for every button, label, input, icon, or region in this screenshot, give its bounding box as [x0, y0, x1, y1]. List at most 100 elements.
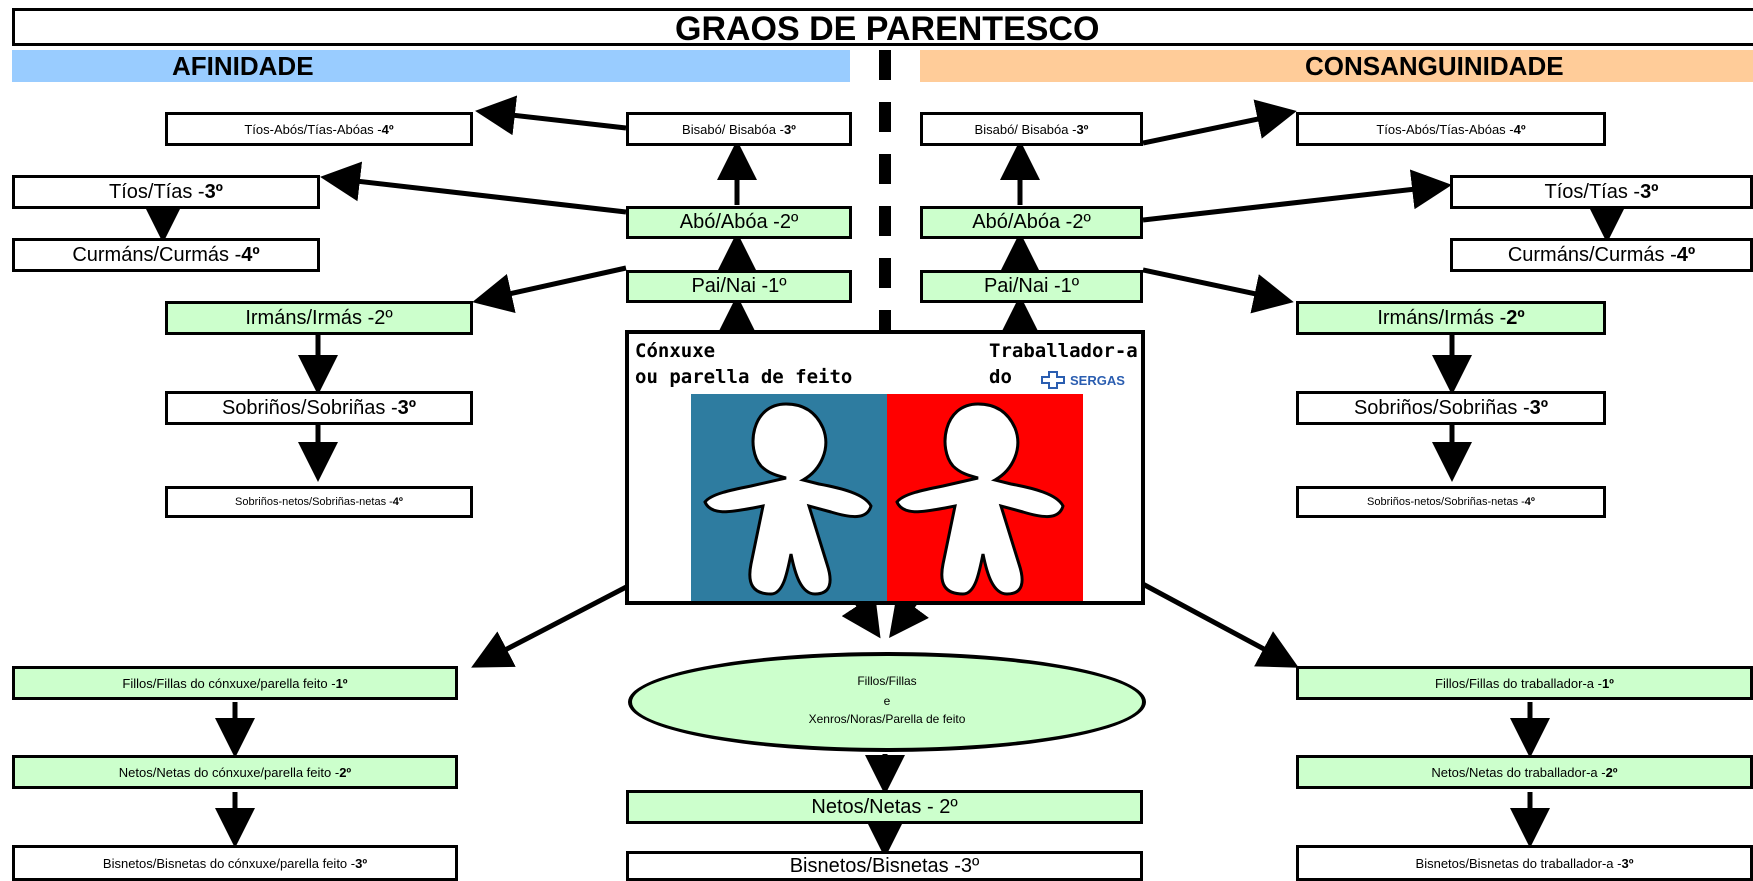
node-left-tios: Tíos/Tías - 3º: [12, 175, 320, 209]
conxuxe-line-2: ou parella de feito: [635, 366, 853, 388]
node-degree: 3º: [1529, 396, 1549, 419]
node-left-irmans: Irmáns/Irmás -2º: [165, 301, 473, 335]
node-text: Abó/Abóa -2º: [679, 211, 799, 233]
node-text: Pai/Nai -1º: [983, 275, 1080, 297]
center-panel: Cónxuxe ou parella de feito Traballador-…: [625, 330, 1145, 605]
node-degree: 4º: [241, 243, 260, 266]
node-degree: 1º: [1601, 675, 1614, 691]
node-right-bisnetos: Bisnetos/Bisnetas do traballador-a -3º: [1296, 845, 1753, 881]
node-text: Sobriños-netos/Sobriñas-netas -: [235, 496, 393, 508]
node-text: Curmáns/Curmás -: [72, 243, 242, 266]
node-left-netos: Netos/Netas do cónxuxe/parella feito -2º: [12, 755, 458, 789]
node-degree: 3º: [1076, 121, 1089, 137]
node-left-sobrinos: Sobriños/Sobriñas - 3º: [165, 391, 473, 425]
node-text: Bisnetos/Bisnetas do traballador-a -: [1415, 855, 1622, 871]
node-text: Netos/Netas do traballador-a -: [1431, 764, 1606, 780]
person-figure-right: [895, 402, 1065, 596]
node-center-left-abo: Abó/Abóa -2º: [626, 206, 852, 239]
node-text: Sobriños/Sobriñas -: [1353, 396, 1530, 419]
node-fillos-xenros-oval: Fillos/Fillas e Xenros/Noras/Parella de …: [628, 652, 1146, 752]
node-text: Abó/Abóa -2º: [972, 211, 1091, 233]
node-center-left-bisabo: Bisabó/ Bisabóa - 3º: [626, 112, 852, 146]
node-degree: 3º: [397, 396, 417, 419]
sergas-text: SERGAS: [1070, 372, 1125, 388]
node-text: Sobriños-netos/Sobriñas-netas -: [1367, 496, 1525, 508]
arrow-pai-to-irmans-right: [1142, 267, 1294, 314]
node-center-right-abo: Abó/Abóa -2º: [920, 206, 1143, 239]
node-right-irmans: Irmáns/Irmás - 2º: [1296, 301, 1606, 335]
header-consanguinidade-label: CONSANGUINIDADE: [1305, 51, 1564, 81]
node-text: Netos/Netas do cónxuxe/parella feito -: [118, 764, 340, 780]
node-text: Pai/Nai -1º: [691, 275, 787, 297]
node-right-netos: Netos/Netas do traballador-a -2º: [1296, 755, 1753, 789]
node-degree: 2º: [1506, 306, 1525, 329]
node-right-tios: Tíos/Tías - 3º: [1450, 175, 1753, 209]
node-center-right-pai: Pai/Nai -1º: [920, 270, 1143, 303]
node-left-bisnetos: Bisnetos/Bisnetas do cónxuxe/parella fei…: [12, 845, 458, 881]
node-text: Irmáns/Irmás -: [1377, 306, 1507, 329]
sergas-logo: SERGAS: [1040, 370, 1125, 390]
node-degree: 2º: [339, 764, 352, 780]
header-afinidade: AFINIDADE: [12, 50, 850, 82]
arrow-abo-to-tios-left: [320, 161, 627, 215]
node-degree: 4º: [381, 121, 394, 137]
oval-line-1: Fillos/Fillas: [857, 674, 917, 688]
node-center-left-pai: Pai/Nai -1º: [626, 270, 852, 303]
node-center-netos: Netos/Netas - 2º: [626, 790, 1143, 824]
node-left-fillos: Fillos/Fillas do cónxuxe/parella feito -…: [12, 666, 458, 700]
node-right-tios-abos: Tíos-Abós/Tías-Abóas - 4º: [1296, 112, 1606, 146]
node-degree: 3º: [204, 180, 223, 203]
node-left-tios-abos: Tíos-Abós/Tías-Abóas - 4º: [165, 112, 473, 146]
node-degree: 3º: [1640, 180, 1659, 203]
node-center-bisnetos: Bisnetos/Bisnetas -3º: [626, 851, 1143, 881]
sergas-cross-icon: [1041, 371, 1065, 389]
title-text: GRAOS DE PARENTESCO: [675, 10, 1100, 48]
traballador-label: Traballador-a do: [989, 338, 1138, 390]
figures-illustration: [691, 394, 1083, 601]
conxuxe-label: Cónxuxe ou parella de feito: [635, 338, 852, 390]
node-right-curmans: Curmáns/Curmás - 4º: [1450, 238, 1753, 272]
arrow-bisabo-to-tios-abos-right: [1142, 99, 1297, 146]
header-afinidade-label: AFINIDADE: [172, 51, 314, 81]
node-text: Tíos-Abós/Tías-Abóas -: [244, 121, 382, 137]
node-degree: 4º: [1513, 121, 1526, 137]
node-degree: 3º: [1621, 855, 1634, 871]
node-degree: 1º: [335, 675, 348, 691]
arrow-bisabo-to-tios-abos-left: [475, 95, 627, 136]
traballador-line-1: Traballador-a: [989, 340, 1138, 362]
node-text: Irmáns/Irmás -2º: [245, 306, 393, 329]
node-text: Tíos-Abós/Tías-Abóas -: [1376, 121, 1514, 137]
node-degree: 3º: [783, 121, 796, 137]
oval-line-3: Xenros/Noras/Parella de feito: [808, 712, 966, 726]
traballador-line-2: do: [989, 366, 1012, 388]
node-right-fillos: Fillos/Fillas do traballador-a -1º: [1296, 666, 1753, 700]
node-right-sobrinos: Sobriños/Sobriñas - 3º: [1296, 391, 1606, 425]
node-left-curmans: Curmáns/Curmás - 4º: [12, 238, 320, 272]
node-degree: 2º: [1605, 764, 1618, 780]
node-text: Sobriños/Sobriñas -: [221, 396, 398, 419]
node-text: Netos/Netas - 2º: [811, 795, 958, 818]
header-consanguinidade: CONSANGUINIDADE: [920, 50, 1753, 82]
node-text: Curmáns/Curmás -: [1507, 243, 1677, 266]
arrow-pai-to-irmans-left: [472, 265, 627, 314]
node-left-sobrinos-netos: Sobriños-netos/Sobriñas-netas - 4º: [165, 486, 473, 518]
node-degree: 4º: [1676, 243, 1696, 266]
diagram-title: GRAOS DE PARENTESCO: [12, 8, 1753, 46]
node-text: Bisnetos/Bisnetas do cónxuxe/parella fei…: [102, 855, 356, 871]
conxuxe-line-1: Cónxuxe: [635, 340, 716, 362]
person-figure-left: [703, 402, 873, 596]
node-text: Bisabó/ Bisabóa -: [682, 121, 784, 137]
node-text: Fillos/Fillas do traballador-a -: [1435, 675, 1602, 691]
node-text: Tíos/Tías -: [108, 180, 205, 203]
node-degree: 4º: [1524, 496, 1535, 508]
node-text: Bisabó/ Bisabóa -: [974, 121, 1077, 137]
arrow-abo-to-tios-right: [1142, 169, 1452, 223]
node-center-right-bisabo: Bisabó/ Bisabóa - 3º: [920, 112, 1143, 146]
node-degree: 4º: [392, 496, 403, 508]
node-text: Bisnetos/Bisnetas -3º: [789, 854, 980, 877]
node-text: Fillos/Fillas do cónxuxe/parella feito -: [122, 675, 336, 691]
node-degree: 3º: [355, 855, 368, 871]
node-right-sobrinos-netos: Sobriños-netos/Sobriñas-netas - 4º: [1296, 486, 1606, 518]
oval-line-2: e: [883, 694, 891, 708]
node-text: Tíos/Tías -: [1544, 180, 1641, 203]
